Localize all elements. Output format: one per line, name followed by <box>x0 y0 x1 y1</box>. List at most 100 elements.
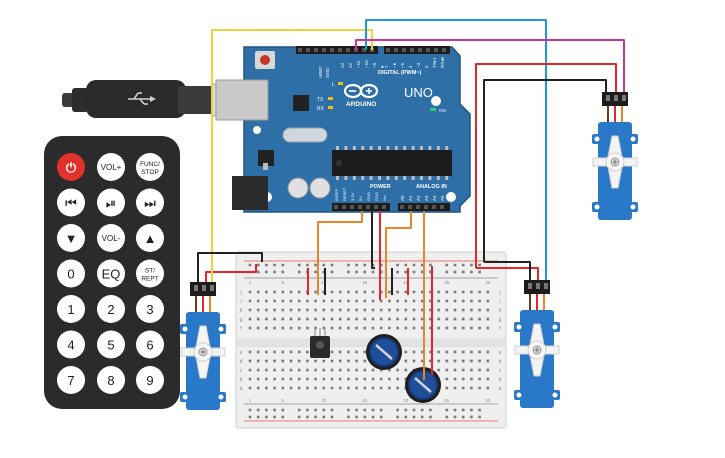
crystal <box>282 127 328 143</box>
arduino-logo <box>343 83 379 99</box>
remote-button-label: 4 <box>67 338 74 353</box>
remote-button-label: ST/ <box>145 268 155 275</box>
remote-button-label: 3 <box>146 302 153 317</box>
wire-black-left-servo <box>197 252 263 284</box>
row-letter: a <box>499 386 502 392</box>
remote-button-label: ⏻ <box>66 160 77 175</box>
digital-pin-label: 13 <box>340 62 345 68</box>
row-letter: e <box>240 350 243 356</box>
wire-orange-a1 <box>385 211 412 298</box>
digital-pin-label: TX▸1 <box>432 57 437 68</box>
wire-red-top-servo <box>475 63 617 268</box>
remote-button[interactable]: 3 <box>136 295 164 323</box>
row-letter: i <box>499 299 500 305</box>
row-letter: d <box>240 359 243 365</box>
wire-cyan <box>365 19 547 282</box>
usb-chip <box>293 95 309 111</box>
column-number: 1 <box>249 280 252 285</box>
remote-button[interactable]: ⏯ <box>97 188 125 217</box>
row-letter: e <box>499 350 502 356</box>
analog-pin-label: A4 <box>432 195 437 201</box>
remote-button[interactable]: ⏮ <box>57 188 85 217</box>
mounting-hole <box>253 126 261 134</box>
remote-button-label: ▼ <box>65 231 78 246</box>
remote-button[interactable]: 4 <box>57 330 85 359</box>
analog-pin-label: A5 <box>440 195 445 201</box>
column-number: 15 <box>362 398 368 403</box>
remote-button[interactable]: ⏻ <box>57 153 85 181</box>
remote-button-label: 8 <box>107 373 114 388</box>
remote-button[interactable]: 7 <box>57 366 85 394</box>
digital-pin-label: RX◂0 <box>440 56 445 68</box>
wire-black-right-servo <box>484 261 531 282</box>
digital-pin-label: 2 <box>424 65 429 68</box>
power-jack <box>232 176 268 210</box>
remote-button[interactable]: 8 <box>97 366 125 394</box>
digital-pin-label: ~10 <box>364 60 369 68</box>
remote-button-label: ▲ <box>144 231 157 246</box>
digital-pin-label: ~5 <box>400 62 405 68</box>
column-number: 1 <box>249 398 252 403</box>
potentiometer-2[interactable] <box>405 367 441 403</box>
remote-button-label: 7 <box>67 373 74 388</box>
remote-button-label: 9 <box>146 373 153 388</box>
power-pin-label: 5V <box>358 196 363 201</box>
power-pin-label: GND <box>374 192 379 201</box>
analog-in-label: ANALOG IN <box>416 184 447 190</box>
servo-left[interactable] <box>180 282 226 410</box>
remote-button[interactable]: VOL- <box>97 224 125 252</box>
remote-button[interactable]: ST/REPT <box>136 259 164 288</box>
remote-button-label: STOP <box>141 169 159 176</box>
row-letter: f <box>499 326 501 332</box>
arduino-logo-text: ARDUINO <box>346 101 376 108</box>
power-pin-label: RESET <box>342 187 347 201</box>
row-letter: b <box>240 377 243 383</box>
servo-right[interactable] <box>514 280 560 408</box>
remote-button[interactable]: 1 <box>57 295 85 323</box>
wire-magenta <box>355 39 625 92</box>
l-led-label: L <box>332 82 335 88</box>
digital-pin-label: 12 <box>348 62 353 68</box>
remote-button[interactable]: ⏭ <box>136 188 164 217</box>
row-letter: h <box>499 308 502 314</box>
digital-header-label: DIGITAL (PWM~) <box>378 70 422 76</box>
on-label: ON <box>439 108 446 113</box>
row-letter: c <box>240 368 243 374</box>
usb-symbol-icon <box>128 92 156 105</box>
reset-button-cap <box>260 55 270 65</box>
remote-button[interactable]: 0 <box>57 259 85 288</box>
row-letter: g <box>499 317 502 323</box>
remote-button[interactable]: 2 <box>97 295 125 323</box>
power-pin-label: 3.3V <box>350 192 355 201</box>
atmega-chip <box>332 150 452 176</box>
potentiometer-1[interactable] <box>366 334 402 370</box>
row-letter: a <box>240 386 243 392</box>
remote-button[interactable]: 5 <box>97 330 125 359</box>
digital-header-left <box>296 46 378 54</box>
remote-button[interactable]: 6 <box>136 330 164 359</box>
column-number: 15 <box>362 280 368 285</box>
digital-pin-label: ~11 <box>356 60 361 68</box>
remote-button-label: ⏮ <box>65 196 77 211</box>
remote-button[interactable]: ▼ <box>57 224 85 252</box>
servo-top[interactable] <box>592 92 638 220</box>
remote-button-label: 5 <box>107 338 114 353</box>
digital-pin-label: ~6 <box>392 62 397 68</box>
column-number: 30 <box>485 280 491 285</box>
row-letter: f <box>240 326 242 332</box>
remote-button[interactable]: 9 <box>136 366 164 394</box>
remote-button[interactable]: FUNC/STOP <box>136 153 164 181</box>
remote-button-label: 0 <box>67 267 74 282</box>
tx-label: TX <box>317 97 324 103</box>
remote-button[interactable]: VOL+ <box>97 153 125 181</box>
column-number: 20 <box>403 280 409 285</box>
remote-button[interactable]: ▲ <box>136 224 164 252</box>
row-letter: c <box>499 368 502 374</box>
wire-orange-5v <box>317 211 363 295</box>
digital-pin-label: ~9 <box>372 62 377 68</box>
remote-button[interactable]: EQ <box>97 259 125 288</box>
column-number: 25 <box>444 398 450 403</box>
